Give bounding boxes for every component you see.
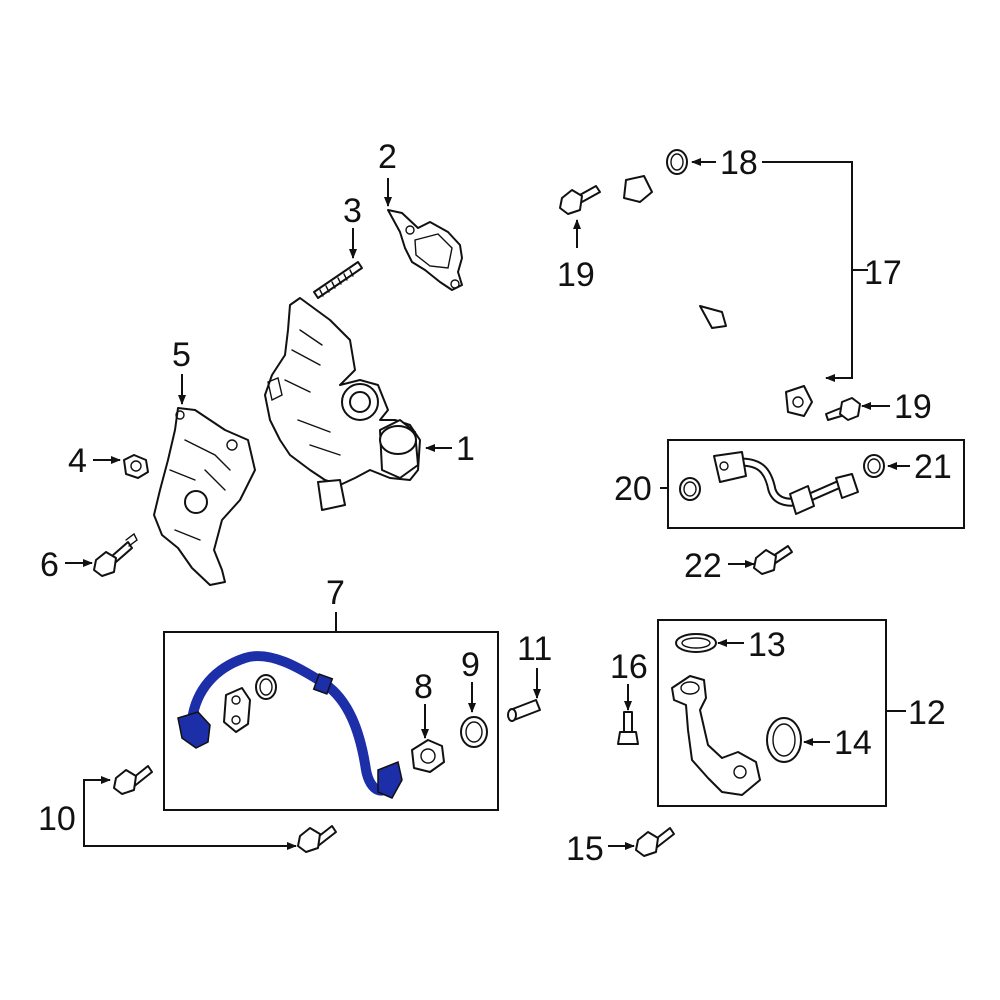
callout-13: 13 xyxy=(748,626,786,664)
coolant-line-part xyxy=(609,175,827,417)
o-ring-part-20 xyxy=(679,477,701,501)
callout-9: 9 xyxy=(461,646,480,684)
callout-20: 20 xyxy=(614,470,652,508)
bolt-part-16 xyxy=(617,711,639,745)
water-pipe-part xyxy=(671,675,761,796)
callout-3: 3 xyxy=(343,192,362,230)
leader-lines xyxy=(65,158,910,850)
dowel-part xyxy=(507,699,541,722)
callout-10: 10 xyxy=(38,800,76,838)
callout-22: 22 xyxy=(684,547,722,585)
turbocharger-part xyxy=(264,297,421,511)
heat-shield-part xyxy=(153,407,256,586)
callout-21: 21 xyxy=(914,448,952,486)
oil-line-group-box xyxy=(163,631,499,811)
water-pipe-group-box xyxy=(657,619,887,807)
seal-part-8 xyxy=(411,739,445,773)
gasket-part xyxy=(387,209,463,291)
callout-19-right: 19 xyxy=(894,388,932,426)
callout-8: 8 xyxy=(414,668,433,706)
o-ring-part-13 xyxy=(675,633,717,653)
nut-part xyxy=(123,454,149,479)
callout-1: 1 xyxy=(456,430,475,468)
callout-labels: 1 2 3 4 5 6 7 8 9 10 11 12 13 14 15 16 1… xyxy=(38,138,952,868)
callout-15: 15 xyxy=(566,830,604,868)
callout-6: 6 xyxy=(40,546,59,584)
o-ring-part-14 xyxy=(766,717,802,763)
oil-feed-line-part xyxy=(177,651,403,799)
bolt-part-10b xyxy=(297,825,337,853)
bolt-part-19a xyxy=(559,185,601,215)
flange-gaskets xyxy=(223,674,277,733)
bolt-part-6 xyxy=(93,532,138,577)
callout-7: 7 xyxy=(326,574,345,612)
callout-11: 11 xyxy=(517,630,552,668)
callout-14: 14 xyxy=(834,724,872,762)
callout-4: 4 xyxy=(68,442,87,480)
bolt-part-22 xyxy=(753,545,793,575)
callout-2: 2 xyxy=(378,138,397,176)
bolt-part-15 xyxy=(635,827,675,857)
o-ring-part-9 xyxy=(460,716,488,748)
stud-part xyxy=(313,261,363,299)
callout-12: 12 xyxy=(908,694,946,732)
callout-19-top: 19 xyxy=(557,256,595,294)
return-line-part xyxy=(713,451,859,515)
callout-17: 17 xyxy=(864,254,902,292)
o-ring-part-18 xyxy=(666,149,688,175)
callout-18: 18 xyxy=(720,144,758,182)
o-ring-part-21 xyxy=(863,454,885,478)
return-line-group-box xyxy=(667,439,965,529)
bolt-part-10a xyxy=(113,765,153,795)
callout-5: 5 xyxy=(172,336,191,374)
callout-16: 16 xyxy=(610,648,648,686)
bolt-part-19b xyxy=(825,397,861,421)
